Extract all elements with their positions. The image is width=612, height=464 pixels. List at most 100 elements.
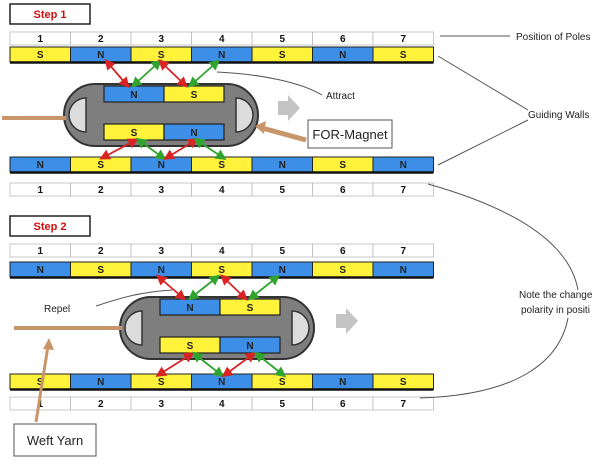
repel-arrow: [158, 59, 188, 88]
leader-line-guiding-walls-bottom: [437, 119, 529, 166]
for-magnet-pointer-head-icon: [255, 121, 266, 134]
leader-line-attract: [216, 71, 323, 96]
magnet-pole-label: S: [187, 341, 194, 352]
weft-yarn-pointer-head-icon: [43, 338, 54, 350]
position-number-cell: [372, 243, 434, 258]
pole-label: S: [97, 265, 104, 276]
position-number: 3: [158, 185, 164, 196]
attract-arrow: [187, 59, 221, 88]
magnet-pole-label: S: [191, 90, 198, 101]
position-number: 6: [340, 399, 346, 410]
position-number: 2: [98, 246, 104, 257]
repel-arrow: [155, 274, 187, 301]
magnet-shapes: [63, 83, 315, 360]
position-number: 5: [279, 34, 285, 45]
magnet-pole-label: N: [190, 128, 197, 139]
pole-label: N: [158, 265, 165, 276]
pole-label: S: [279, 377, 286, 388]
position-number: 6: [340, 246, 346, 257]
step2-top-position-numbers: 1 2 3 4 5 6 7: [37, 246, 406, 257]
magnet-pole-label: N: [246, 341, 253, 352]
magnet-pole-label: N: [186, 303, 193, 314]
pole-label: S: [97, 160, 104, 171]
pole-label: S: [400, 50, 407, 61]
magnet-end-cap: [68, 97, 87, 133]
pole-label: N: [218, 50, 225, 61]
repel-arrow: [99, 138, 139, 160]
pole-label: N: [279, 265, 286, 276]
position-number: 6: [340, 185, 346, 196]
position-number: 1: [37, 246, 43, 257]
position-number: 4: [219, 34, 225, 45]
motion-arrow-icon: [336, 308, 358, 334]
pole-label: N: [97, 377, 104, 388]
attract-label: Attract: [326, 91, 355, 102]
pole-label: N: [400, 160, 407, 171]
pole-label: N: [37, 160, 44, 171]
position-number: 5: [279, 246, 285, 257]
position-number: 7: [400, 246, 406, 257]
attract-arrow: [191, 351, 225, 378]
for-magnet-pointer: [261, 125, 307, 143]
position-number: 7: [400, 399, 406, 410]
step1-for-magnet: N S S N: [130, 90, 197, 139]
leader-line-note-bottom: [419, 317, 569, 399]
pole-label: S: [37, 50, 44, 61]
magnet-pole-label: S: [247, 303, 254, 314]
pole-label: S: [400, 377, 407, 388]
pole-label: S: [218, 160, 225, 171]
pole-label: N: [218, 377, 225, 388]
repel-arrow: [155, 352, 195, 377]
pole-label: S: [158, 377, 165, 388]
attract-arrow: [187, 274, 221, 301]
position-number: 5: [279, 399, 285, 410]
guiding-walls-label: Guiding Walls: [528, 110, 589, 121]
pole-label: S: [279, 50, 286, 61]
attract-arrow: [253, 351, 287, 378]
position-number: 5: [279, 185, 285, 196]
step1-top-position-numbers: 1 2 3 4 5 6 7: [37, 34, 406, 45]
magnet-pole-label: S: [131, 128, 138, 139]
weft-yarn-pointer: [34, 345, 50, 423]
position-number: 2: [98, 399, 104, 410]
position-number: 3: [158, 34, 164, 45]
magnet-end-cap: [235, 97, 254, 133]
position-number-cell: [372, 396, 434, 411]
position-number: 1: [37, 185, 43, 196]
position-number-cell: [372, 31, 434, 46]
pole-label: S: [339, 265, 346, 276]
position-number: 2: [98, 185, 104, 196]
position-number: 4: [219, 246, 225, 257]
pole-label: N: [97, 50, 104, 61]
position-number: 4: [219, 185, 225, 196]
repel-arrow: [104, 58, 130, 89]
pole-label: N: [279, 160, 286, 171]
pole-label: S: [218, 265, 225, 276]
step2-label-box: [9, 215, 91, 237]
step2-label: Step 2: [33, 221, 66, 233]
note-label-line1: Note the change: [519, 290, 593, 301]
leader-line-note-top: [427, 183, 579, 291]
step2-bottom-position-numbers: 1 2 3 4 5 6 7: [37, 399, 406, 410]
pole-label: N: [339, 377, 346, 388]
position-of-poles-label: Position of Poles: [516, 32, 591, 43]
step2-for-magnet: N S S N: [186, 303, 253, 352]
leader-line-repel: [95, 289, 173, 307]
position-number: 3: [158, 399, 164, 410]
leader-lines: [95, 35, 579, 399]
attract-arrow: [193, 138, 227, 160]
note-label-line2: polarity in positi: [521, 305, 590, 316]
position-number: 6: [340, 34, 346, 45]
step1-bottom-position-numbers: 1 2 3 4 5 6 7: [37, 185, 406, 196]
repel-arrow: [163, 138, 199, 160]
position-number: 1: [37, 399, 43, 410]
repel-arrow: [221, 351, 257, 378]
pole-label: N: [400, 265, 407, 276]
position-grid: [9, 31, 434, 411]
position-number: 7: [400, 185, 406, 196]
position-number-cell: [372, 182, 434, 197]
